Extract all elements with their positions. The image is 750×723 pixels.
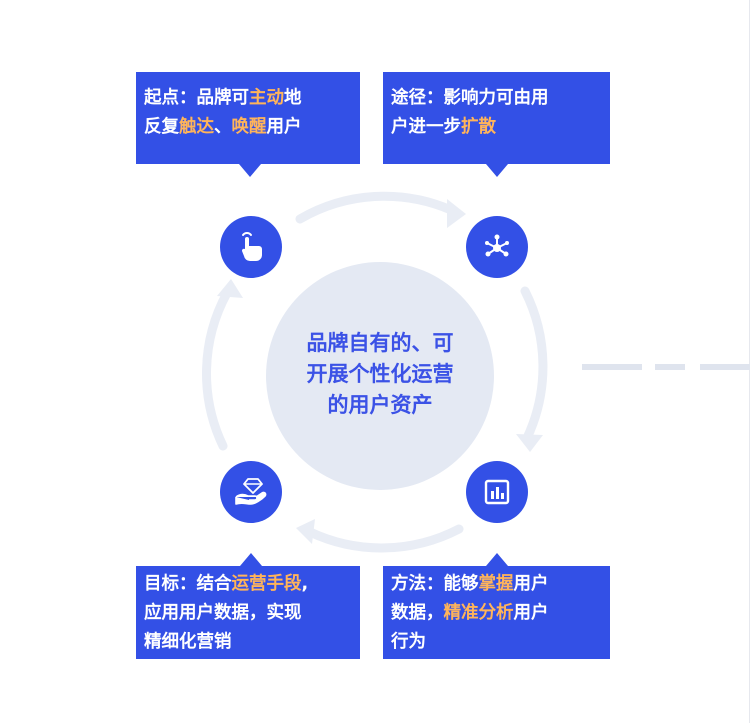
network-node [466,216,528,278]
callout-pointer [486,553,508,566]
touch-node [220,216,282,278]
center-line: 的用户资产 [327,393,433,417]
bar-chart-icon [484,479,510,505]
touch-hand-icon [241,232,262,262]
callout-text: 反复 [144,117,179,137]
callout-method: 方法：能够掌握用户 数据，精准分析用户 行为 [383,566,610,659]
highlight-text: 主动 [249,88,284,108]
dash-segment [655,364,685,370]
highlight-text: 触达 [179,117,214,137]
callout-text: 户进一步 [391,117,461,137]
center-circle [266,262,494,490]
highlight-text: 掌握 [478,574,514,594]
callout-text: 用户 [513,603,549,623]
dash-segment [700,364,750,370]
callout-start: 起点：品牌可主动地 反复触达、唤醒用户 [136,72,360,164]
callout-line: 数据，精准分析用户 [391,599,600,628]
callout-text: 能够 [443,574,479,594]
center-label: 品牌自有的、可 开展个性化运营 的用户资产 [266,328,494,421]
callout-text: 用户 [513,574,549,594]
callout-line: 起点：品牌可主动地 [144,84,350,113]
callout-line: 途径：影响力可由用 [391,84,600,113]
callout-pointer [240,553,262,566]
callout-text: 地 [284,88,302,108]
callout-text: 行为 [391,632,426,652]
ring-arc-bottom [305,524,464,553]
ring-arc-left [202,288,232,451]
highlight-text: 运营手段 [231,574,302,594]
callout-text: 影响力可由用 [443,88,549,108]
ring-arc-right [520,286,548,443]
ring-arc-top [295,191,456,224]
callout-text: , [301,574,309,594]
callout-text: 结合 [196,574,232,594]
center-line: 开展个性化运营 [306,362,454,386]
callout-text: 数据， [391,603,444,623]
callout-line: 方法：能够掌握用户 [391,570,600,599]
callout-label: 起点： [144,88,197,108]
callout-text: 精细化营销 [144,632,232,652]
highlight-text: 扩散 [461,117,496,137]
callout-pointer [239,164,261,177]
chart-node [466,461,528,523]
ring-arrow-left [217,279,243,298]
callout-label: 方法： [391,574,444,594]
callout-line: 目标：结合运营手段, [144,570,350,599]
callout-text: 品牌可 [196,88,250,108]
hand-diamond-icon [235,478,267,505]
callout-line: 应用用户数据，实现 [144,599,350,628]
callout-label: 目标： [144,574,197,594]
callout-line: 行为 [391,628,600,657]
dash-segment [582,364,642,370]
callout-line: 反复触达、唤醒用户 [144,113,350,142]
callout-path: 途径：影响力可由用 户进一步扩散 [383,72,610,164]
callout-line: 精细化营销 [144,628,350,657]
callout-text: 应用用户数据，实现 [144,603,302,623]
callout-goal: 目标：结合运营手段, 应用用户数据，实现 精细化营销 [136,566,360,659]
highlight-text: 精准分析 [443,603,514,623]
callout-text: 、 [214,117,232,137]
callout-label: 途径： [391,88,444,108]
highlight-text: 唤醒 [231,117,267,137]
callout-text: 用户 [266,117,302,137]
ring-arrow-bottom [296,519,315,544]
callout-pointer [486,164,508,177]
ring-arrow-top [447,199,466,228]
network-hub-icon [485,234,509,257]
callout-line: 户进一步扩散 [391,113,600,142]
asset-node [220,461,282,523]
ring-arrow-right [516,434,543,452]
center-line: 品牌自有的、可 [306,331,454,355]
